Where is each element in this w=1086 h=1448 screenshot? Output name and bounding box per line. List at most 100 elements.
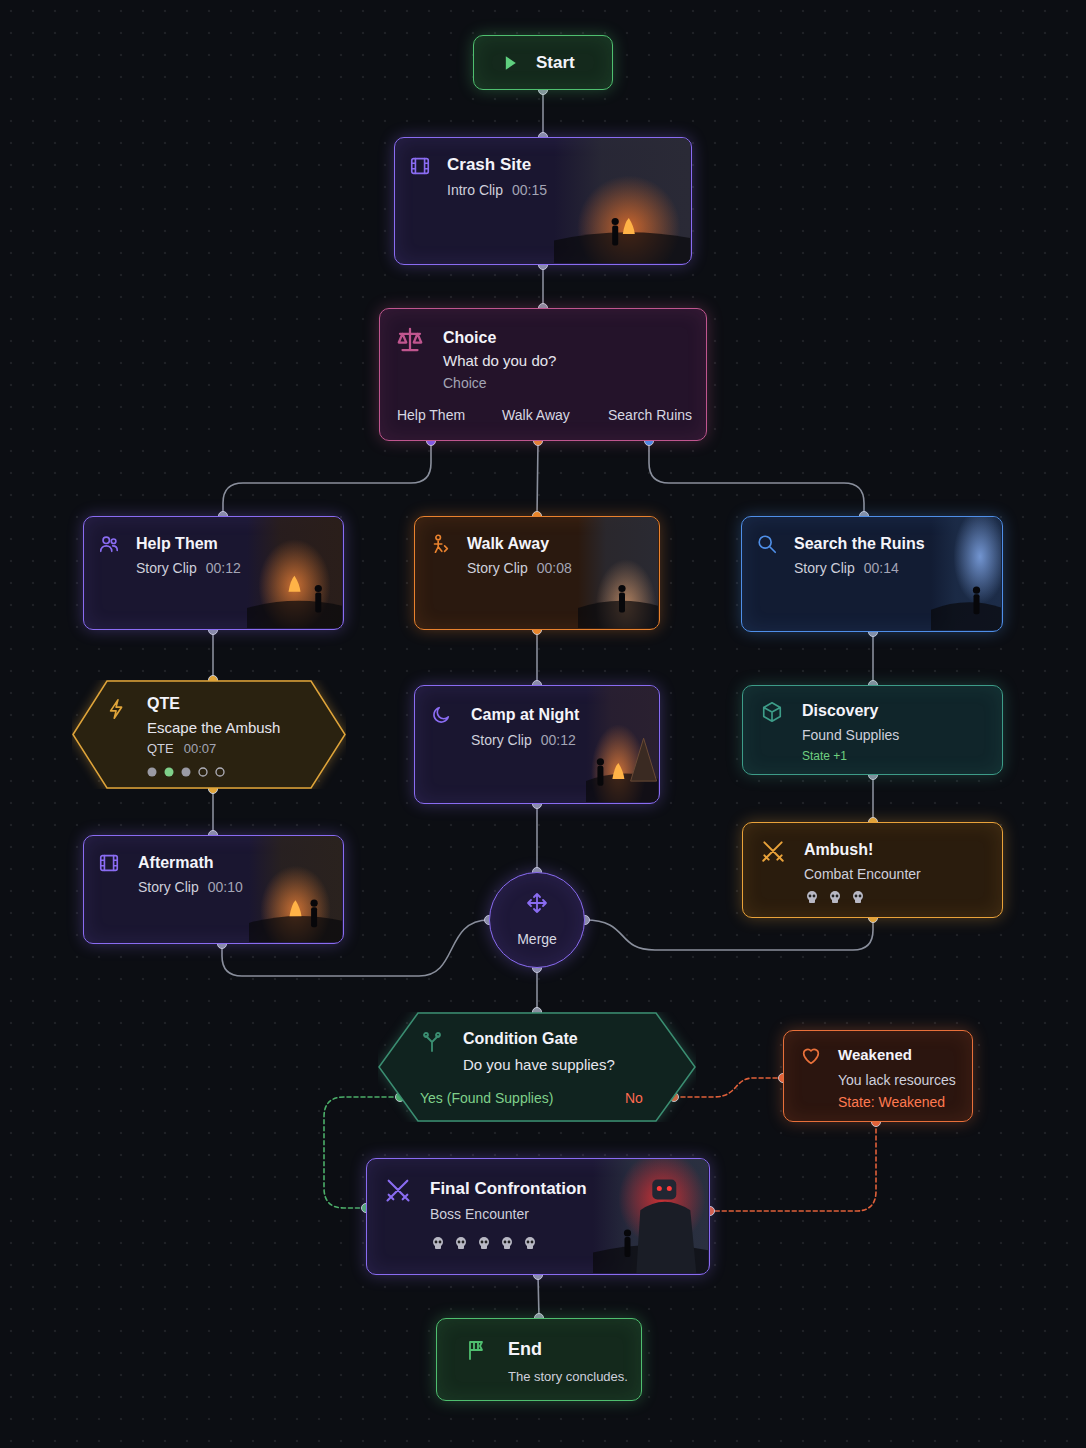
node-decoration-part	[804, 1049, 819, 1063]
story-box: Walk AwayStory Clip 00:08	[414, 516, 660, 630]
story-box: Ambush!Combat Encounter	[742, 822, 1003, 918]
node-title: Condition Gate	[463, 1029, 578, 1048]
node-decoration-part	[101, 546, 112, 552]
node-decoration-part	[474, 1342, 478, 1350]
connector	[212, 630, 214, 680]
story-box: Start	[473, 35, 613, 90]
node-icon	[764, 703, 781, 721]
clip-type: Intro Clip	[447, 182, 503, 199]
node-decoration-part	[855, 899, 861, 903]
scene-illustration	[586, 686, 658, 802]
node-decoration-part	[439, 1241, 442, 1244]
story-box: ChoiceWhat do you do?ChoiceHelp ThemWalk…	[379, 308, 707, 441]
node-subtitle: Combat Encounter	[804, 866, 921, 883]
node-subtitle: The story concludes.	[508, 1369, 628, 1385]
node-question: Do you have supplies?	[463, 1056, 615, 1074]
qte-step	[165, 768, 174, 777]
node-decoration-part	[435, 541, 442, 552]
scene-illustration	[249, 836, 342, 942]
qte-step	[148, 768, 157, 777]
node-decoration-part	[504, 1241, 507, 1244]
clip-duration: 00:12	[541, 732, 576, 749]
story-box: WeakenedYou lack resourcesState: Weakene…	[783, 1030, 973, 1122]
node-decoration-part	[855, 895, 858, 898]
node-decoration-part	[435, 1245, 441, 1249]
node-type: Choice	[443, 375, 487, 392]
node-decoration-part	[506, 56, 516, 69]
scene-illustration-part	[631, 738, 657, 781]
clip-type: Story Clip	[467, 560, 528, 577]
scene-illustration-part	[652, 1180, 676, 1200]
node-decoration-part	[445, 546, 448, 552]
node-decoration-part	[436, 1033, 440, 1037]
node-decoration-part	[435, 1241, 438, 1244]
node-decoration-part	[809, 895, 812, 898]
scene-illustration-part	[931, 602, 1001, 630]
node-decoration-part	[462, 1241, 465, 1244]
node-icon	[111, 700, 122, 718]
connector	[542, 90, 544, 137]
node-decoration-part	[101, 856, 118, 871]
node-title: Start	[536, 53, 575, 73]
scene-illustration-part	[623, 218, 635, 234]
clip-duration: 00:14	[864, 560, 899, 577]
node-icon	[759, 536, 775, 552]
scene-illustration-part	[597, 758, 604, 765]
node-icon	[101, 856, 118, 871]
node-decoration-part	[424, 1033, 428, 1037]
scene-illustration-part	[289, 576, 301, 592]
node-decoration-part	[456, 1237, 466, 1249]
story-box: DiscoveryFound SuppliesState +1	[742, 685, 1003, 775]
scene-illustration-part	[667, 1186, 672, 1191]
branch-label: No	[625, 1090, 643, 1107]
connector	[649, 441, 864, 516]
node-decoration-part	[434, 708, 448, 722]
story-box: Search the RuinsStory Clip 00:14	[741, 516, 1003, 632]
node-icon	[435, 535, 448, 552]
node-icon	[804, 1049, 819, 1063]
node-decoration-part	[859, 895, 862, 898]
node-icon	[528, 894, 546, 912]
node-decoration-part	[399, 329, 422, 350]
story-box: Help ThemStory Clip00:12	[83, 516, 344, 630]
connector	[872, 632, 874, 685]
node-title: Final Confrontation	[430, 1179, 587, 1199]
connector	[537, 441, 538, 516]
scene-illustration-part	[249, 916, 342, 942]
node-decoration-part	[388, 1181, 409, 1201]
node-decoration-part	[479, 1237, 489, 1249]
node-decoration-part	[111, 700, 122, 718]
connector	[674, 1078, 783, 1097]
node-title: Search the Ruins	[794, 534, 925, 553]
node-title: Crash Site	[447, 155, 531, 175]
scene-illustration-part	[973, 587, 980, 594]
node-decoration-part	[458, 1241, 461, 1244]
node-decoration-part	[502, 1237, 512, 1249]
clip-duration: 00:08	[537, 560, 572, 577]
node-decoration-part	[458, 1245, 464, 1249]
choice-option: Help Them	[397, 407, 465, 424]
node-icon	[763, 842, 782, 860]
node-decoration-part	[830, 891, 840, 903]
node-decoration-part	[525, 1237, 535, 1249]
node-type: QTE	[147, 741, 174, 757]
scene-illustration-part	[624, 1229, 631, 1236]
state-change: State +1	[802, 749, 847, 763]
node-icon	[470, 1342, 482, 1359]
scene-illustration	[247, 517, 342, 628]
story-box: Crash SiteIntro Clip 00:15	[394, 137, 692, 265]
clip-duration: 00:15	[512, 182, 547, 199]
node-decoration-part	[379, 1013, 695, 1121]
scene-illustration-part	[636, 1202, 696, 1273]
node-title: Walk Away	[467, 534, 549, 553]
hexagon-node: Condition GateDo you have supplies?Yes (…	[378, 1012, 696, 1122]
node-decoration-part	[113, 546, 118, 551]
node-title: Aftermath	[138, 853, 214, 872]
node-icon	[399, 329, 422, 350]
connector	[710, 1122, 876, 1211]
choice-option: Walk Away	[502, 407, 570, 424]
clip-type: Story Clip	[794, 560, 855, 577]
node-title: Merge	[517, 931, 557, 948]
connector	[536, 968, 538, 1012]
